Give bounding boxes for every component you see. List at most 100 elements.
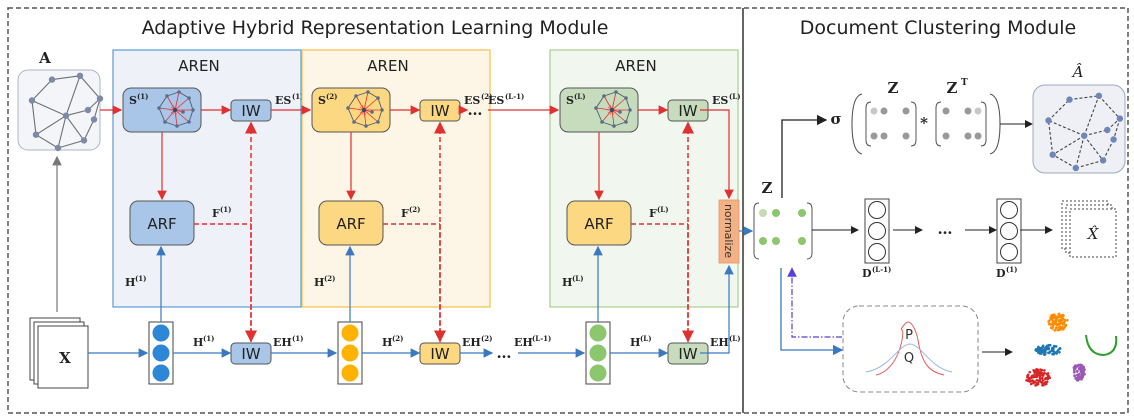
graph-edge xyxy=(1102,139,1115,161)
cluster-point xyxy=(1044,382,1048,386)
fusion-label: F(1) xyxy=(212,205,232,220)
svg-text:H: H xyxy=(562,276,572,289)
graph-edge xyxy=(1052,135,1085,156)
svg-text:(L): (L) xyxy=(729,92,741,101)
cluster-point xyxy=(1081,370,1085,373)
attention-edge xyxy=(363,109,367,127)
paren-right xyxy=(989,93,1001,155)
attention-edge xyxy=(611,109,615,127)
cluster-point xyxy=(1028,379,1031,383)
neuron xyxy=(341,324,359,342)
svg-text:(L-1): (L-1) xyxy=(872,265,891,274)
center-node xyxy=(172,107,178,113)
graph-node xyxy=(1099,157,1107,164)
bracket-left xyxy=(865,101,872,147)
hidden-up-label: H(2) xyxy=(314,274,336,289)
cluster-point xyxy=(1047,351,1050,355)
graph-edge xyxy=(57,139,85,149)
multiply-sign: * xyxy=(920,114,928,132)
graph-node xyxy=(175,124,179,128)
graph-node xyxy=(370,110,374,114)
bracket-left xyxy=(753,202,760,260)
cluster-red xyxy=(1025,367,1051,387)
svg-text:F: F xyxy=(401,207,409,220)
feature-matrix-stack xyxy=(29,317,89,389)
cluster-point xyxy=(1034,369,1037,373)
decoder-neuron xyxy=(868,243,886,261)
svg-text:(1): (1) xyxy=(203,334,215,343)
svg-text:S: S xyxy=(318,94,326,107)
x-hat-label: X̂ xyxy=(1087,225,1100,243)
graph-edge xyxy=(613,121,627,127)
svg-text:(2): (2) xyxy=(481,334,493,343)
graph-node xyxy=(364,124,368,128)
graph-edge xyxy=(35,134,59,149)
matrix-entry xyxy=(798,237,806,245)
cluster-point xyxy=(1054,317,1058,320)
graph-edge xyxy=(188,97,194,111)
decoder-neuron xyxy=(868,222,886,240)
cluster-green xyxy=(1085,334,1118,357)
graph-edge xyxy=(51,75,81,81)
graph-node xyxy=(1095,92,1103,100)
eh-output-label: EH(1) xyxy=(273,334,304,349)
graph-node xyxy=(28,97,36,104)
graph-node xyxy=(346,106,350,110)
cluster-point xyxy=(1075,369,1079,373)
graph-node xyxy=(594,106,598,110)
graph-edge xyxy=(601,121,615,127)
aren-block-title: AREN xyxy=(178,57,219,75)
reconstructed-features-stack xyxy=(1061,200,1117,258)
z-embedding-matrix xyxy=(753,202,813,260)
cluster-point xyxy=(1057,326,1061,329)
z-to-distribution-arrow xyxy=(780,268,844,356)
graph-edge xyxy=(176,121,190,127)
cluster-point xyxy=(1047,346,1051,350)
graph-edge xyxy=(353,121,367,127)
cluster-point xyxy=(1079,375,1082,379)
graph-node xyxy=(76,72,84,80)
graph-node xyxy=(1110,136,1117,143)
graph-edge xyxy=(65,115,85,141)
bracket-right xyxy=(910,101,917,147)
z-to-sigma-arrow xyxy=(781,114,828,198)
graph-node xyxy=(376,96,380,100)
matrix-entry xyxy=(942,107,950,115)
svg-text:ES: ES xyxy=(712,94,728,107)
neuron xyxy=(589,344,607,362)
structure-label: S(1) xyxy=(129,92,149,107)
graph-node xyxy=(157,106,161,110)
graph-node xyxy=(614,90,618,94)
decoder-layer-first xyxy=(864,198,890,264)
distribution-box xyxy=(842,305,979,393)
right-module-title: Document Clustering Module xyxy=(800,17,1076,39)
svg-text:(1): (1) xyxy=(135,274,147,283)
matrix-entry xyxy=(974,132,982,140)
cluster-point xyxy=(1045,372,1049,376)
graph-edge xyxy=(595,95,605,109)
graph-node xyxy=(600,120,604,124)
arf-box xyxy=(318,200,384,246)
matrix-entry xyxy=(964,132,972,140)
cluster-point xyxy=(1030,379,1033,383)
features-label: X xyxy=(59,349,71,367)
graph-edge xyxy=(57,115,67,149)
cluster-point xyxy=(1052,323,1056,326)
cluster-point xyxy=(1072,368,1076,372)
graph-edge xyxy=(83,119,95,141)
graph-edge xyxy=(164,121,178,127)
matrix-entry xyxy=(798,209,806,217)
graph-edge xyxy=(625,109,631,123)
graph-node xyxy=(624,96,628,100)
eh-prev-label: EH (L-1) xyxy=(514,334,551,349)
cluster-point xyxy=(1062,321,1066,324)
cluster-point xyxy=(1038,372,1041,375)
graph-node xyxy=(177,90,181,94)
graph-node xyxy=(163,120,167,124)
cluster-point xyxy=(1077,364,1080,367)
inner-product-decoder xyxy=(851,93,1001,155)
graph-edge xyxy=(367,91,379,99)
svg-text:H: H xyxy=(382,336,392,349)
graph-edge xyxy=(615,91,627,99)
